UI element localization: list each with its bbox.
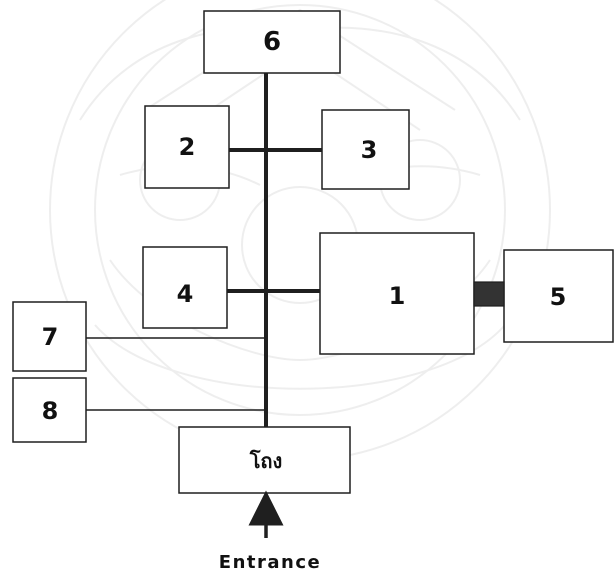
room-3-label: 3 [361, 136, 378, 164]
room-6-box [203, 10, 341, 74]
room-4-label: 4 [177, 280, 194, 308]
room-2-label: 2 [179, 133, 196, 161]
room-8-label: 8 [42, 397, 59, 425]
room-1-label: 1 [389, 282, 406, 310]
hall-box [178, 426, 351, 494]
room-2-box [144, 105, 230, 189]
room-5-label: 5 [550, 283, 567, 311]
connector-room-1-to-room-5 [473, 281, 505, 307]
room-4-box [142, 246, 228, 329]
entrance-label: Entrance [219, 552, 321, 573]
room-8-box [12, 377, 87, 443]
hall-label: โถง [249, 449, 283, 473]
room-5-box [503, 249, 614, 343]
room-7-label: 7 [42, 323, 59, 351]
room-6-label: 6 [263, 27, 281, 57]
room-7-box [12, 301, 87, 372]
room-3-box [321, 109, 410, 190]
room-1-box [319, 232, 475, 355]
